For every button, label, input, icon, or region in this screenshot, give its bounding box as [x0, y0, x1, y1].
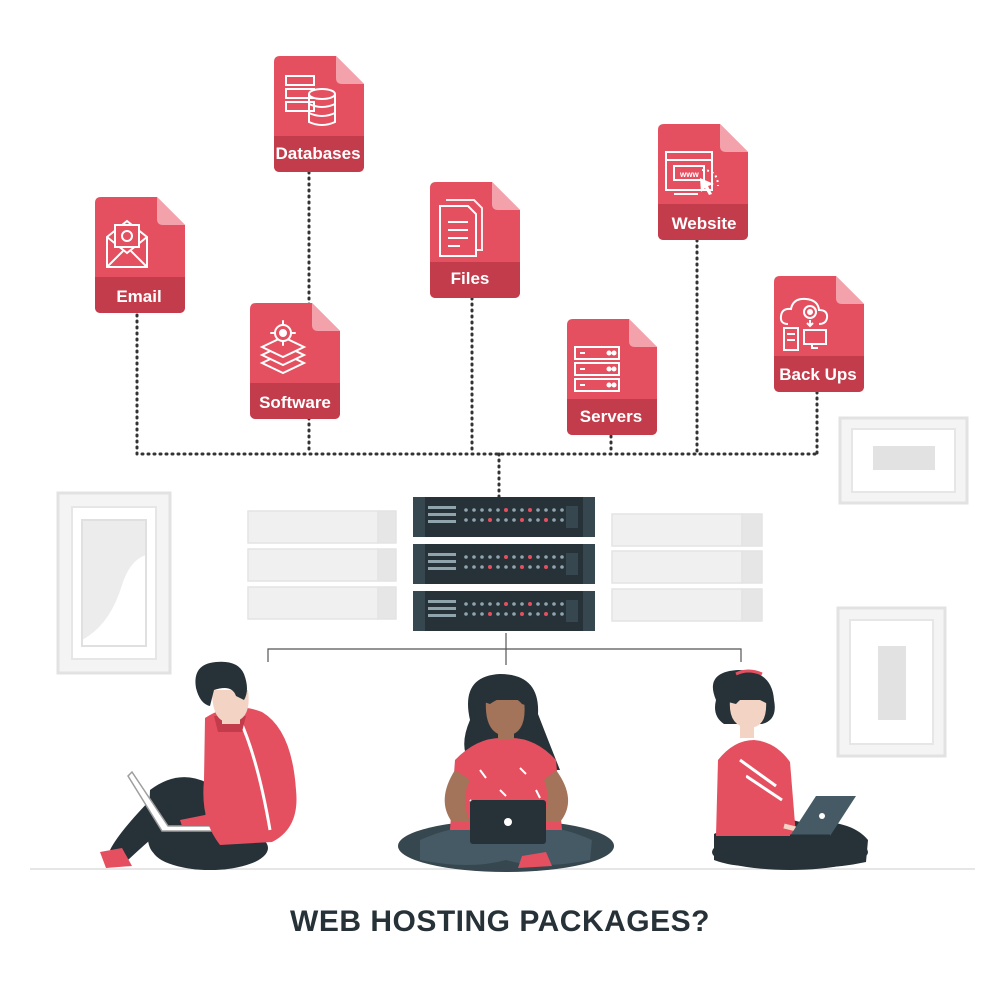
server-stack [413, 497, 595, 631]
doc-label-servers: Servers [580, 407, 642, 426]
doc-files: Files [430, 182, 520, 298]
wall-frame-bottom-right [836, 606, 947, 758]
network-lines [267, 633, 742, 665]
person-woman-right-laptop [712, 669, 868, 870]
dotted-connectors [135, 170, 819, 499]
doc-label-backups: Back Ups [779, 365, 856, 384]
wall-frame-left [56, 491, 172, 675]
doc-backups: Back Ups [774, 276, 864, 392]
faded-server-right [611, 513, 763, 622]
files-icon [439, 199, 483, 257]
www-text: www [679, 170, 699, 179]
doc-servers: Servers [567, 319, 657, 435]
doc-label-databases: Databases [275, 144, 360, 163]
faded-server-left [247, 510, 397, 620]
doc-software: Software [250, 303, 340, 419]
envelope-icon [106, 219, 148, 268]
wall-frame-top-right [838, 416, 969, 505]
doc-label-files: Files [451, 269, 490, 288]
page-title: WEB HOSTING PACKAGES? [290, 905, 710, 938]
doc-label-website: Website [672, 214, 737, 233]
person-man-laptop [100, 661, 297, 870]
doc-label-software: Software [259, 393, 331, 412]
doc-email: Email [95, 197, 185, 313]
database-icon [285, 75, 336, 126]
person-woman-center-laptop [398, 674, 614, 872]
layers-gear-icon [259, 320, 307, 375]
browser-icon [665, 151, 719, 195]
doc-website: www Website [658, 124, 748, 240]
doc-label-email: Email [116, 287, 161, 306]
doc-databases: Databases [274, 56, 364, 172]
cloud-backup-icon [779, 297, 829, 351]
server-rack-icon [574, 346, 620, 392]
